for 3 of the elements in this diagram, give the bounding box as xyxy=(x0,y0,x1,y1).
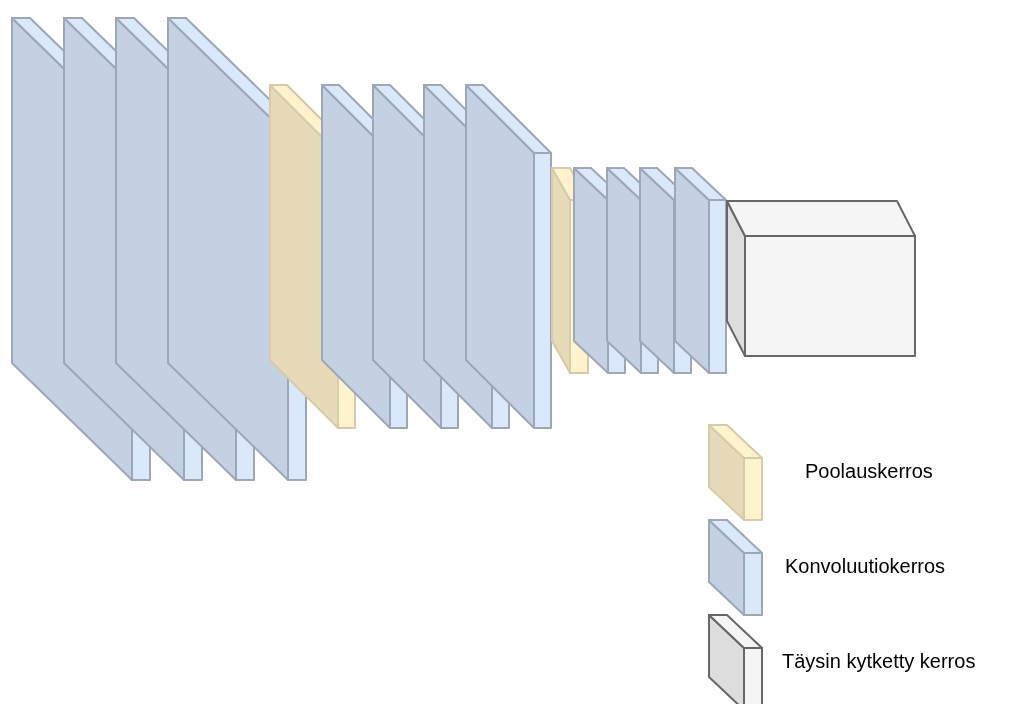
legend-label: Täysin kytketty kerros xyxy=(782,650,976,673)
legend-label: Poolauskerros xyxy=(805,460,933,483)
legend-label: Konvoluutiokerros xyxy=(785,555,946,578)
